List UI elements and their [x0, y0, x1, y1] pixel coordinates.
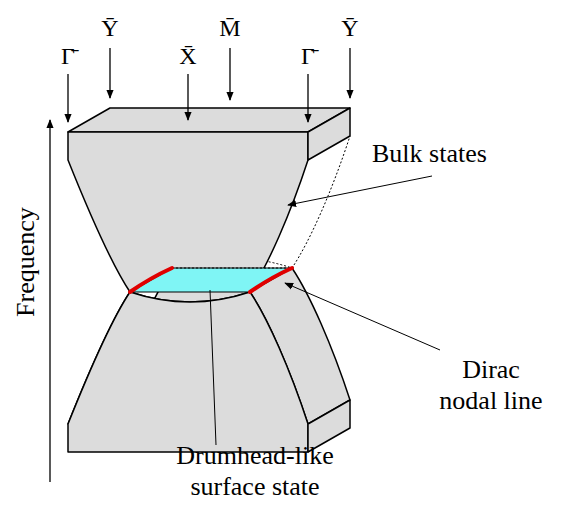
k-point-arrow [307, 74, 308, 122]
k-point-arrow [187, 74, 188, 120]
k-point-arrow [109, 48, 110, 98]
k-point-label: Γ̄ [61, 42, 75, 71]
drumhead-back-edge [172, 268, 292, 269]
callout-label: Dirac nodal line [432, 354, 550, 416]
leader-arrow [285, 283, 440, 350]
leader-line [210, 290, 216, 445]
k-point-label: Γ̄ [301, 42, 315, 71]
nodal-line [250, 268, 292, 292]
upper-band-side [308, 108, 350, 160]
lower-band-front [68, 292, 308, 452]
callout-label: Bulk states [372, 138, 487, 169]
k-point-label: M̄ [219, 14, 240, 43]
leader-arrow [288, 176, 432, 205]
k-point-label: Ȳ [341, 14, 358, 43]
drumhead-surface [130, 268, 292, 292]
frequency-axis [49, 120, 50, 482]
k-point-label: X̄ [179, 42, 196, 71]
axis-label: Frequency [10, 207, 41, 317]
k-point-label: Ȳ [101, 14, 118, 43]
k-point-arrow [67, 74, 68, 122]
callout-label: Drumhead-like surface state [166, 440, 344, 502]
k-point-arrow [229, 48, 230, 100]
nodal-line [130, 268, 172, 292]
upper-band-front [68, 132, 308, 292]
k-point-arrow [349, 48, 350, 98]
